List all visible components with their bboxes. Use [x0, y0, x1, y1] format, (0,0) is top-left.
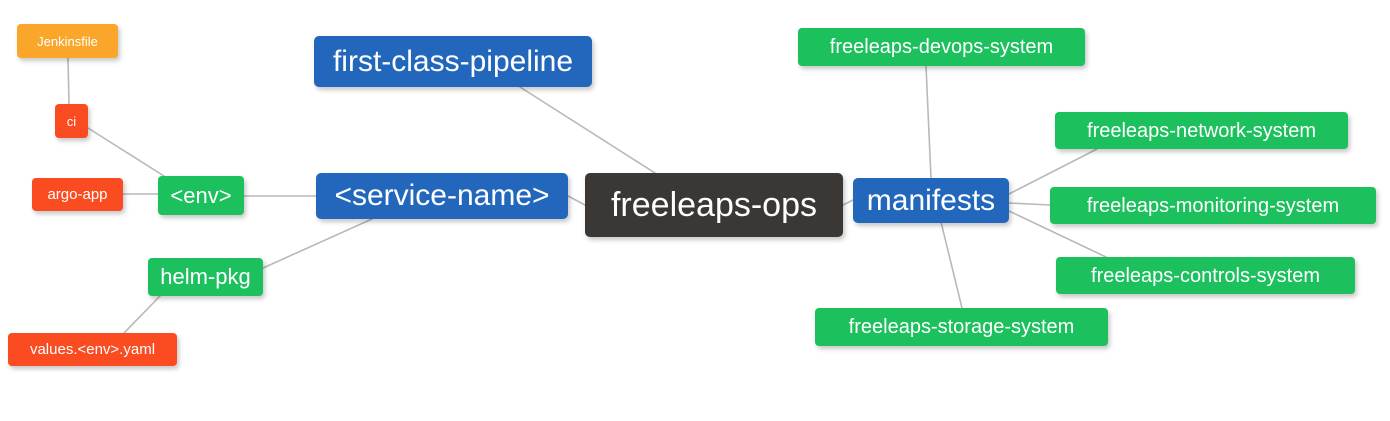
mindmap-node-freeleaps-storage-system[interactable]: freeleaps-storage-system — [815, 308, 1108, 346]
edge-freeleaps-ops-to-manifests — [842, 199, 854, 206]
edge-ci-to-jenkinsfile — [67, 57, 70, 105]
edge-manifests-to-freeleaps-devops-system — [925, 65, 932, 179]
mindmap-node-freeleaps-devops-system[interactable]: freeleaps-devops-system — [798, 28, 1085, 66]
edge-manifests-to-freeleaps-monitoring-system — [1008, 202, 1051, 206]
edge-helm-pkg-to-values-env-yaml — [123, 295, 161, 334]
mindmap-node-ci[interactable]: ci — [55, 104, 88, 138]
edge-env-to-ci — [87, 127, 165, 177]
edge-freeleaps-ops-to-first-class-pipeline — [519, 86, 656, 174]
edge-service-name-to-helm-pkg — [262, 218, 373, 269]
mindmap-node-env[interactable]: <env> — [158, 176, 244, 215]
edge-manifests-to-freeleaps-storage-system — [940, 221, 963, 309]
mindmap-node-service-name[interactable]: <service-name> — [316, 173, 568, 219]
mindmap-node-freeleaps-monitoring-system[interactable]: freeleaps-monitoring-system — [1050, 187, 1376, 224]
mindmap-node-freeleaps-ops[interactable]: freeleaps-ops — [585, 173, 843, 237]
mindmap-node-values-env-yaml[interactable]: values.<env>.yaml — [8, 333, 177, 366]
edge-freeleaps-ops-to-service-name — [567, 195, 586, 206]
mindmap-node-freeleaps-network-system[interactable]: freeleaps-network-system — [1055, 112, 1348, 149]
mindmap-node-argo-app[interactable]: argo-app — [32, 178, 123, 211]
mindmap-node-manifests[interactable]: manifests — [853, 178, 1009, 223]
mindmap-node-first-class-pipeline[interactable]: first-class-pipeline — [314, 36, 592, 87]
mindmap-node-helm-pkg[interactable]: helm-pkg — [148, 258, 263, 296]
mindmap-node-jenkinsfile[interactable]: Jenkinsfile — [17, 24, 118, 58]
mindmap-node-freeleaps-controls-system[interactable]: freeleaps-controls-system — [1056, 257, 1355, 294]
